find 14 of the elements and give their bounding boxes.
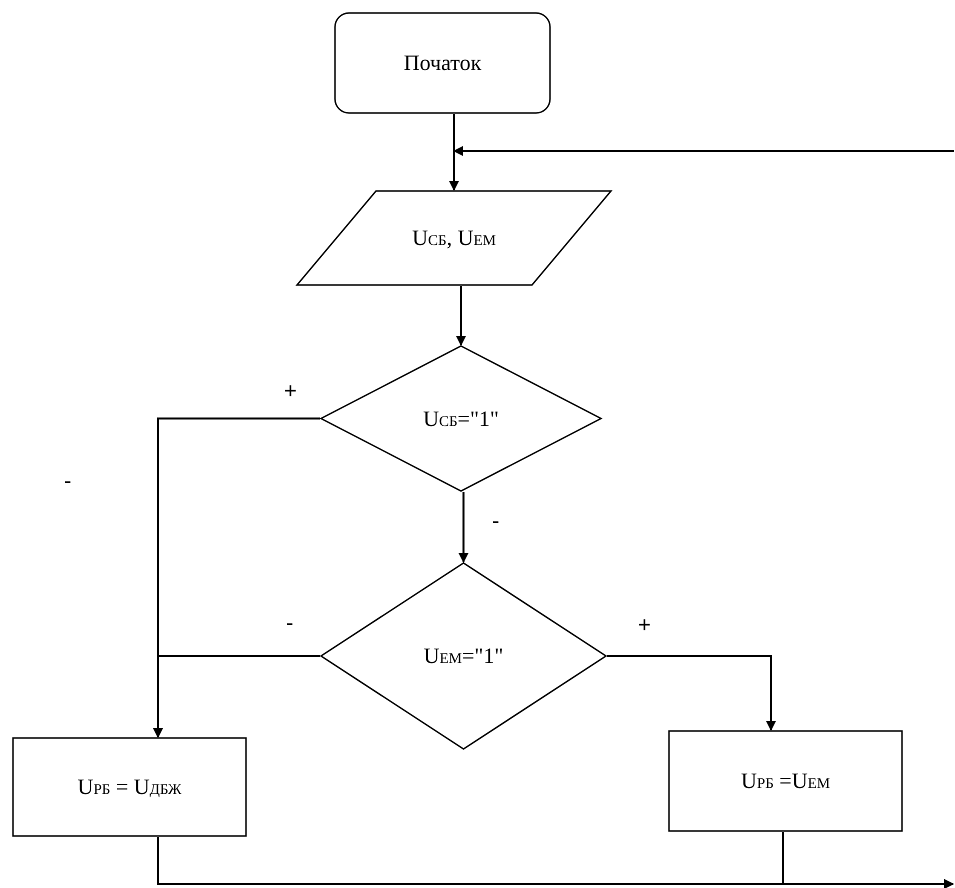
arrow: [453, 146, 954, 156]
terminal-box: [334, 12, 551, 114]
input-parallelogram: [296, 190, 612, 286]
arrow: [153, 655, 320, 738]
decision-diamond: [320, 562, 607, 750]
arrow: [607, 655, 776, 731]
process-box: [12, 737, 247, 837]
arrow: [449, 114, 459, 191]
process-box: [668, 730, 903, 832]
arrow: [782, 832, 954, 888]
node-text: Початок: [404, 50, 482, 76]
arrow: [456, 286, 466, 346]
arrow: [458, 492, 468, 563]
decision-diamond: [320, 345, 602, 492]
